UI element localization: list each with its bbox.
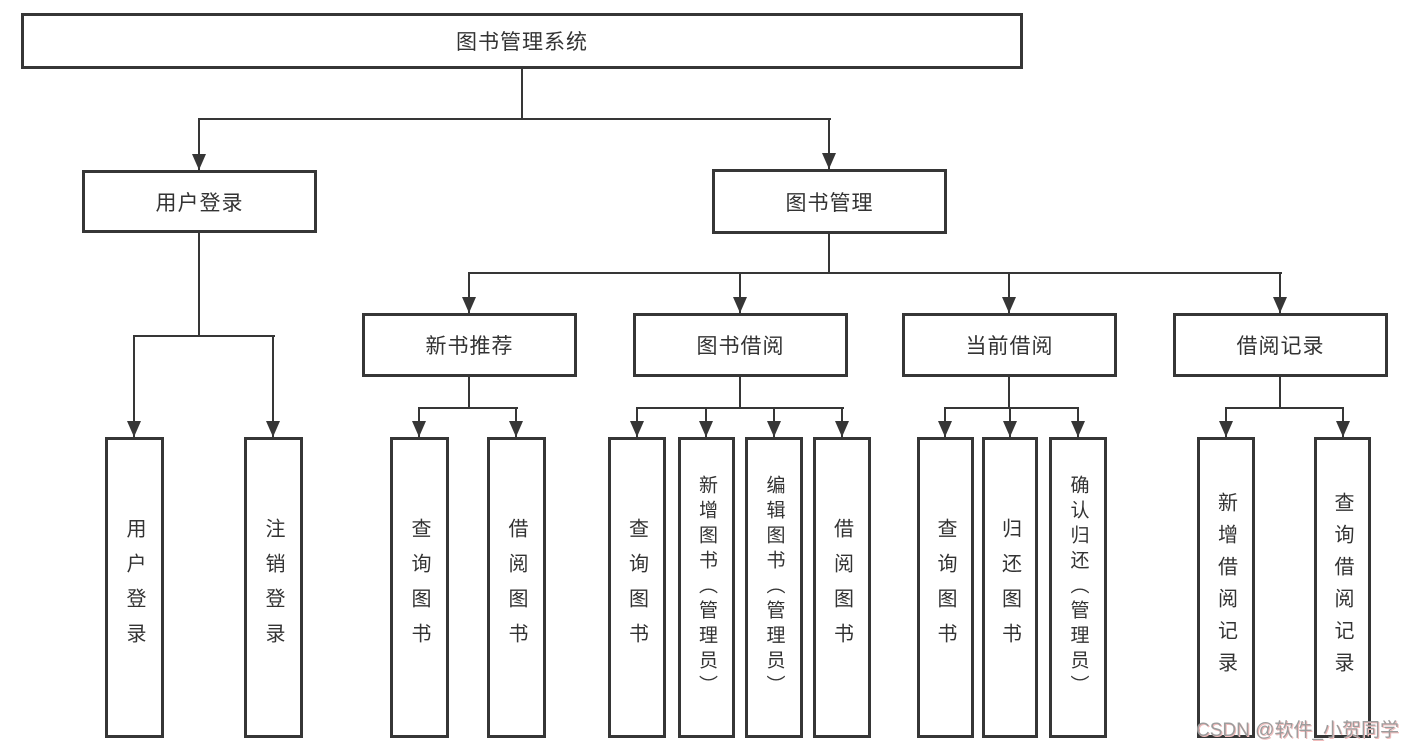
leaf-label: 查询图书 <box>408 517 430 658</box>
leaf-label: 新增图书（管理员） <box>696 475 717 700</box>
connector-vertical <box>272 335 274 437</box>
arrow-down-icon <box>1002 297 1016 313</box>
leaf-confirm-return-admin: 确认归还（管理员） <box>1049 437 1107 738</box>
arrow-down-icon <box>630 421 644 437</box>
connector-vertical <box>521 69 523 119</box>
arrow-down-icon <box>767 421 781 437</box>
connector-horizontal <box>198 118 831 120</box>
arrow-down-icon <box>462 297 476 313</box>
arrow-down-icon <box>733 297 747 313</box>
node-label: 借阅记录 <box>1236 335 1325 358</box>
leaf-add-borrow-record: 新增借阅记录 <box>1197 437 1255 738</box>
connector-vertical <box>133 335 135 437</box>
leaf-label: 用户登录 <box>123 517 145 658</box>
leaf-label: 借阅图书 <box>505 517 527 658</box>
connector-vertical <box>739 272 741 313</box>
leaf-add-books-admin: 新增图书（管理员） <box>678 437 735 738</box>
connector-vertical <box>828 118 830 169</box>
node-label: 新书推荐 <box>425 335 514 358</box>
node-label: 用户登录 <box>155 191 244 215</box>
node-label: 图书管理系统 <box>456 31 588 54</box>
arrow-down-icon <box>1336 421 1350 437</box>
node-book-management: 图书管理 <box>712 169 947 234</box>
leaf-borrow-books-borrowing: 借阅图书 <box>813 437 871 738</box>
leaf-user-login: 用户登录 <box>105 437 164 738</box>
arrow-down-icon <box>192 154 206 170</box>
node-book-borrowing: 图书借阅 <box>633 313 848 377</box>
connector-horizontal <box>133 335 275 337</box>
connector-vertical <box>1008 272 1010 313</box>
arrow-down-icon <box>1273 297 1287 313</box>
leaf-label: 归还图书 <box>998 517 1021 658</box>
leaf-label: 编辑图书（管理员） <box>763 475 785 700</box>
connector-vertical <box>828 234 830 274</box>
leaf-edit-books-admin: 编辑图书（管理员） <box>745 437 803 738</box>
leaf-label: 注销登录 <box>262 517 284 658</box>
leaf-label: 借阅图书 <box>830 517 853 658</box>
node-user-login: 用户登录 <box>82 170 317 233</box>
leaf-query-borrow-record: 查询借阅记录 <box>1314 437 1371 738</box>
arrow-down-icon <box>1071 421 1085 437</box>
connector-vertical <box>1279 272 1281 313</box>
arrow-down-icon <box>509 421 523 437</box>
node-label: 图书借阅 <box>696 335 785 358</box>
connector-vertical <box>1279 377 1281 409</box>
arrow-down-icon <box>699 421 713 437</box>
arrow-down-icon <box>1003 421 1017 437</box>
leaf-label: 查询图书 <box>625 517 648 658</box>
leaf-return-books: 归还图书 <box>982 437 1038 738</box>
connector-vertical <box>739 377 741 409</box>
arrow-down-icon <box>835 421 849 437</box>
node-new-book-recommend: 新书推荐 <box>362 313 577 377</box>
connector-horizontal <box>944 407 1079 409</box>
leaf-query-books-recommend: 查询图书 <box>390 437 449 738</box>
connector-horizontal <box>1225 407 1344 409</box>
arrow-down-icon <box>266 421 280 437</box>
node-borrowing-records: 借阅记录 <box>1173 313 1388 377</box>
arrow-down-icon <box>1219 421 1233 437</box>
connector-horizontal <box>636 407 844 409</box>
leaf-label: 查询图书 <box>934 517 956 658</box>
connector-vertical <box>468 272 470 313</box>
node-label: 图书管理 <box>785 191 874 215</box>
connector-horizontal <box>468 272 1282 274</box>
arrow-down-icon <box>822 153 836 169</box>
node-label: 当前借阅 <box>965 335 1054 358</box>
arrow-down-icon <box>127 421 141 437</box>
leaf-borrow-books-recommend: 借阅图书 <box>487 437 546 738</box>
connector-horizontal <box>418 407 518 409</box>
connector-vertical <box>468 377 470 409</box>
leaf-label: 查询借阅记录 <box>1331 491 1353 684</box>
node-current-borrowing: 当前借阅 <box>902 313 1117 377</box>
connector-vertical <box>198 118 200 170</box>
leaf-label: 确认归还（管理员） <box>1067 475 1089 700</box>
arrow-down-icon <box>412 421 426 437</box>
arrow-down-icon <box>938 421 952 437</box>
leaf-logout: 注销登录 <box>244 437 303 738</box>
connector-vertical <box>198 233 200 336</box>
csdn-watermark: CSDN @软件_小贺同学 <box>1196 720 1399 741</box>
leaf-label: 新增借阅记录 <box>1214 491 1237 684</box>
leaf-query-books-borrowing: 查询图书 <box>608 437 666 738</box>
node-library-management-system: 图书管理系统 <box>21 13 1023 69</box>
connector-vertical <box>1008 377 1010 409</box>
leaf-query-books-current: 查询图书 <box>917 437 974 738</box>
